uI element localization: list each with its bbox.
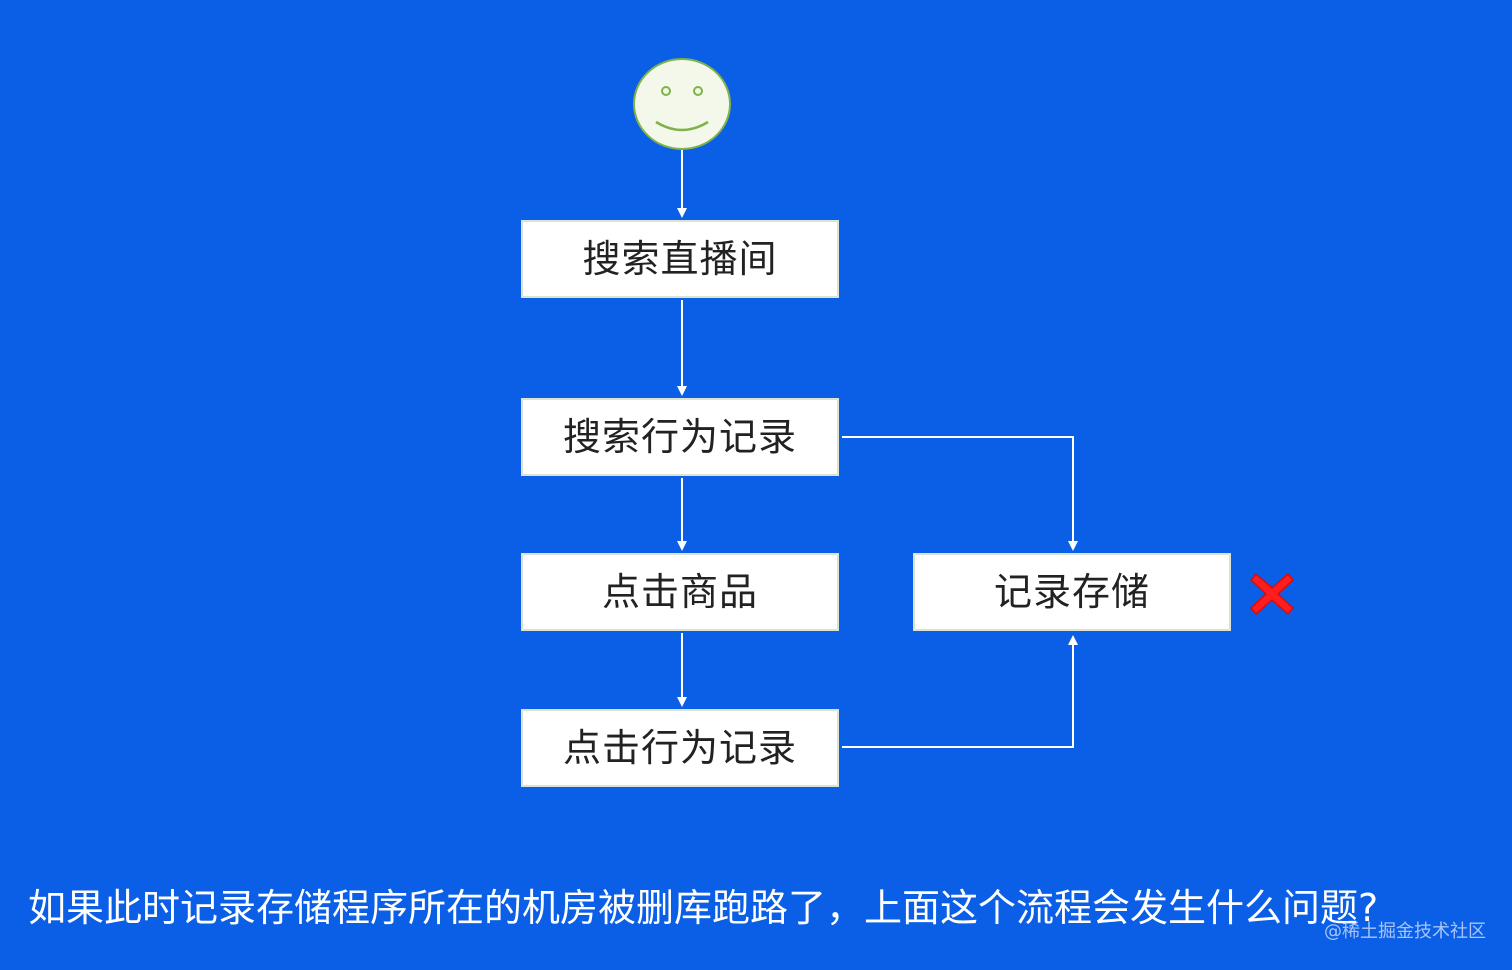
node-search-behavior-record: 搜索行为记录: [521, 398, 839, 476]
node-search-live-room-label: 搜索直播间: [582, 237, 778, 281]
node-search-live-room: 搜索直播间: [521, 220, 839, 298]
arrow-click-record-to-record-storage: [842, 635, 1078, 748]
node-search-behavior-record-label: 搜索行为记录: [562, 415, 797, 459]
question-caption: 如果此时记录存储程序所在的机房被删库跑路了，上面这个流程会发生什么问题?: [28, 886, 1379, 930]
node-click-product: 点击商品: [521, 553, 839, 631]
watermark: @稀土掘金技术社区: [1324, 921, 1486, 942]
node-click-product-label: 点击商品: [601, 570, 758, 614]
arrow-search-record-to-record-storage: [842, 436, 1078, 551]
smiley-face-icon: [633, 58, 731, 150]
node-record-storage-label: 记录存储: [993, 570, 1150, 614]
node-record-storage: 记录存储: [913, 553, 1231, 631]
red-x-icon: [1249, 572, 1295, 616]
node-click-behavior-record: 点击行为记录: [521, 709, 839, 787]
node-click-behavior-record-label: 点击行为记录: [562, 726, 797, 770]
